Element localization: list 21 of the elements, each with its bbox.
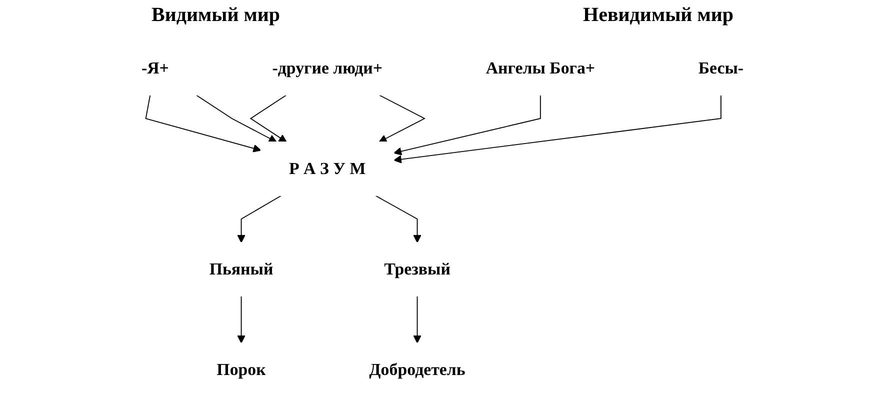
node-text: Бесы- bbox=[698, 58, 744, 78]
node-text: -Я+ bbox=[141, 58, 169, 78]
arrow bbox=[237, 296, 246, 344]
arrow bbox=[196, 94, 277, 142]
node-text: Порок bbox=[216, 360, 266, 379]
node-text: Р А З У М bbox=[289, 158, 366, 178]
arrow bbox=[394, 94, 541, 156]
arrow bbox=[237, 195, 282, 243]
arrow bbox=[250, 94, 287, 142]
group-heading: Невидимый мир bbox=[583, 4, 734, 26]
arrow bbox=[374, 195, 422, 243]
node-text: Пьяный bbox=[209, 259, 274, 278]
group-heading: Видимый мир bbox=[152, 4, 280, 26]
node-text: Ангелы Бога+ bbox=[486, 58, 596, 78]
arrow bbox=[145, 94, 262, 152]
node-text: -другие люди+ bbox=[272, 58, 383, 78]
node-text: Добродетель bbox=[369, 360, 466, 379]
arrow bbox=[378, 94, 426, 142]
arrow bbox=[413, 296, 422, 344]
arrow bbox=[394, 94, 722, 164]
node-text: Трезвый bbox=[384, 259, 450, 278]
